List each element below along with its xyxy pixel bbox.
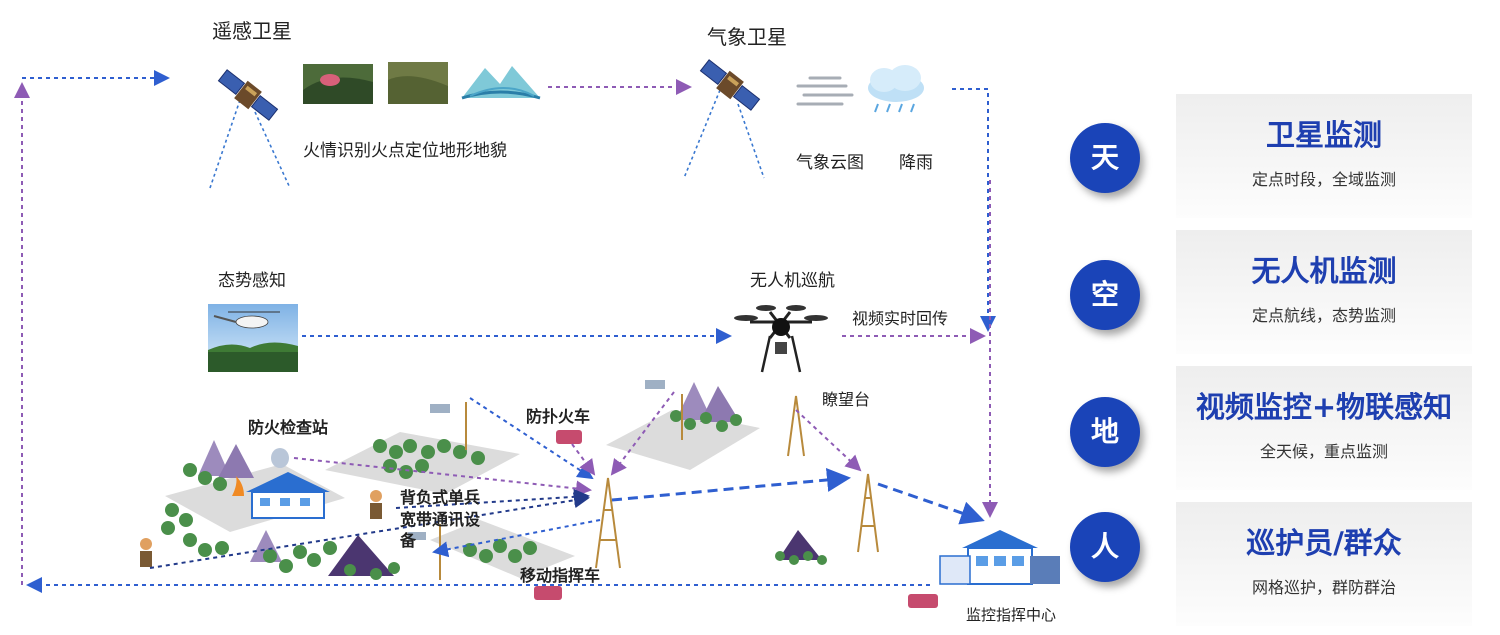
video-realtime-label: 视频实时回传 (852, 309, 949, 328)
level-badge-people: 人 (1070, 512, 1140, 582)
helicopter-photo (208, 304, 298, 372)
weather-cloud-caption: 气象云图 (796, 153, 864, 173)
mobile-command-vehicle-label: 移动指挥车 (520, 566, 601, 585)
outer-loop-links (14, 70, 998, 593)
remote-sensing-satellite-label: 遥感卫星 (212, 19, 292, 43)
level-badge-air: 空 (1070, 260, 1140, 330)
satellite-beams (209, 89, 765, 189)
level-badge-sky: 天 (1070, 123, 1140, 193)
weather-satellite-label: 气象卫星 (707, 25, 787, 49)
weather-rain-caption: 降雨 (899, 153, 933, 173)
fire-detection-image (303, 64, 373, 104)
watchtower-label: 瞭望台 (822, 390, 871, 409)
tree-clusters (161, 410, 827, 580)
level-subtitle: 定点航线，态势监测 (1251, 306, 1396, 325)
remote-sensing-caption: 火情识别火点定位地形地貌 (303, 141, 507, 161)
weather-satellite-icon (699, 59, 761, 111)
backpack-comm-label-2: 宽带通讯设 (400, 510, 481, 529)
level-panel-people: 巡护员/群众 网格巡护，群防群治 (1176, 502, 1472, 626)
fire-checkpoint-label: 防火检查站 (248, 418, 329, 437)
ground-links (149, 391, 985, 569)
camera-poles (271, 380, 683, 580)
drone-patrol-label: 无人机巡航 (750, 271, 835, 291)
forest-fire-monitoring-diagram (14, 59, 1060, 608)
backpack-comm-label-1: 背负式单兵 (400, 488, 481, 507)
level-panel-sky: 卫星监测 定点时段，全域监测 (1176, 94, 1472, 218)
level-subtitle: 全天候，重点监测 (1259, 442, 1388, 461)
command-center-label: 监控指挥中心 (966, 606, 1057, 624)
fire-checkpoint-building (232, 472, 330, 519)
fire-location-image (388, 62, 448, 104)
level-badge-ground: 地 (1070, 397, 1140, 467)
ranger-figures (140, 490, 382, 567)
situational-awareness-label: 态势感知 (218, 271, 286, 291)
comm-towers (595, 395, 879, 569)
terrain-icon (461, 66, 541, 100)
drone-icon (734, 305, 828, 373)
level-title: 视频监控+物联感知 (1195, 390, 1453, 424)
vehicles (534, 430, 938, 608)
fire-truck-label: 防扑火车 (526, 407, 591, 426)
level-title: 卫星监测 (1265, 118, 1382, 152)
level-subtitle: 定点时段，全域监测 (1251, 170, 1396, 189)
wind-cloud-icon (796, 76, 854, 106)
level-title: 巡护员/群众 (1246, 526, 1402, 560)
backpack-comm-label-3: 备 (400, 531, 417, 550)
level-panel-ground: 视频监控+物联感知 全天候，重点监测 (1176, 366, 1472, 490)
level-title: 无人机监测 (1251, 254, 1397, 288)
rain-cloud-icon (868, 65, 924, 113)
level-panel-air: 无人机监测 定点航线，态势监测 (1176, 230, 1472, 354)
remote-sensing-satellite-icon (217, 69, 279, 121)
command-center-building (939, 530, 1060, 585)
level-subtitle: 网格巡护，群防群治 (1251, 578, 1396, 597)
